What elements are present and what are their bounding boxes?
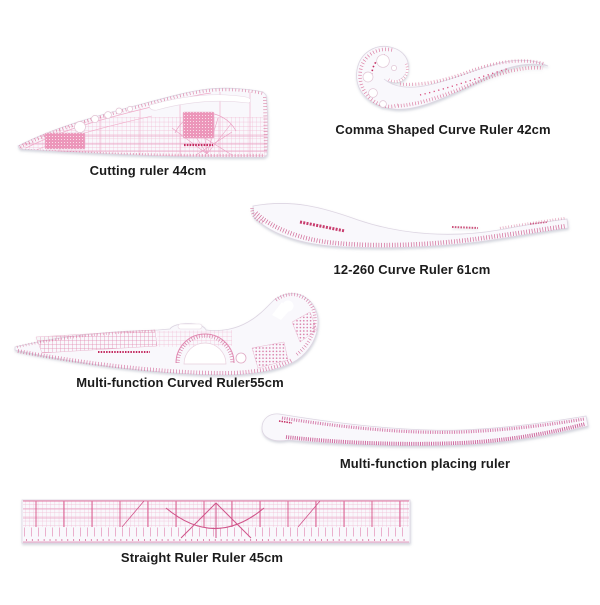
product-label-straight-ruler: Straight Ruler Ruler 45cm	[120, 550, 284, 565]
straight-ruler-photo	[21, 499, 411, 544]
product-label-multifunction-curved-ruler: Multi-function Curved Ruler55cm	[76, 375, 284, 390]
curve-ruler-12-260-photo	[250, 203, 569, 249]
multifunction-curved-ruler-photo	[14, 292, 319, 376]
comma-curve-ruler-photo	[356, 45, 549, 110]
cutting-ruler-photo	[17, 87, 269, 158]
product-label-comma-curve-ruler: Comma Shaped Curve Ruler 42cm	[335, 122, 551, 137]
product-label-cutting-ruler: Cutting ruler 44cm	[89, 163, 207, 178]
multifunction-placing-ruler-photo	[261, 413, 589, 447]
product-label-curve-ruler-12-260: 12-260 Curve Ruler 61cm	[333, 262, 491, 277]
product-label-multifunction-placing-ruler: Multi-function placing ruler	[339, 456, 511, 471]
